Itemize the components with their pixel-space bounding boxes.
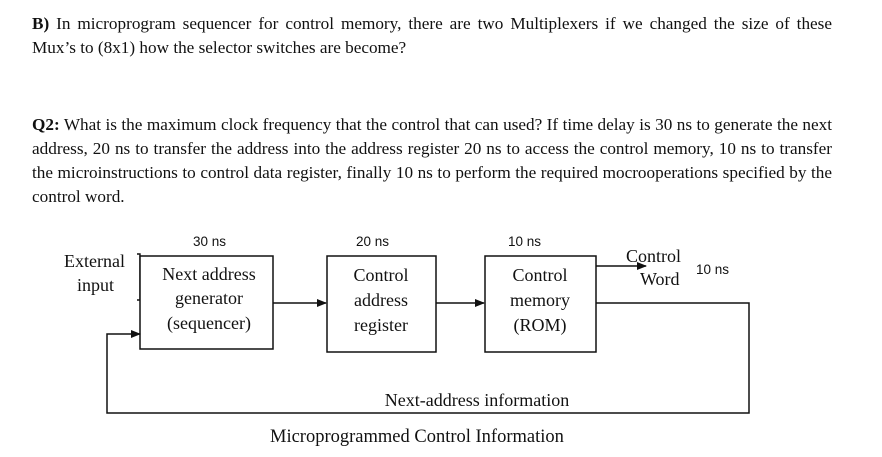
external-input-label-line1: External xyxy=(64,251,125,271)
external-input-label-line2: input xyxy=(77,275,114,295)
block-2-line3: register xyxy=(354,315,408,335)
block-1-line3: (sequencer) xyxy=(167,313,251,334)
diagram-caption: Microprogrammed Control Information xyxy=(270,427,564,447)
question-2-label: Q2: xyxy=(32,115,60,134)
block-1-line2: generator xyxy=(175,288,243,308)
block-2-line2: address xyxy=(354,290,408,310)
block-1-delay: 30 ns xyxy=(193,234,226,249)
block-2-line1: Control xyxy=(353,265,408,285)
block-3-line1: Control xyxy=(512,265,567,285)
question-2-text: What is the maximum clock frequency that… xyxy=(32,115,832,206)
block-3-line3: (ROM) xyxy=(514,315,567,336)
feedback-label: Next-address information xyxy=(385,390,569,410)
control-address-register-block xyxy=(326,255,437,353)
control-word-label-line1: Control xyxy=(626,246,681,266)
control-memory-block xyxy=(484,255,597,353)
control-word-delay: 10 ns xyxy=(696,262,729,277)
question-b-label: B) xyxy=(32,14,50,33)
block-2-delay: 20 ns xyxy=(356,234,389,249)
question-2-paragraph: Q2: What is the maximum clock frequency … xyxy=(32,113,832,209)
block-3-line2: memory xyxy=(510,290,570,310)
block-1-line1: Next address xyxy=(162,264,255,284)
block-3-delay: 10 ns xyxy=(508,234,541,249)
control-word-label-line2: Word xyxy=(640,269,680,289)
next-address-feedback-loop xyxy=(106,302,750,414)
next-address-generator-block xyxy=(139,255,274,350)
question-b-paragraph: B) In microprogram sequencer for control… xyxy=(32,12,832,60)
question-b-text: In microprogram sequencer for control me… xyxy=(32,14,832,57)
